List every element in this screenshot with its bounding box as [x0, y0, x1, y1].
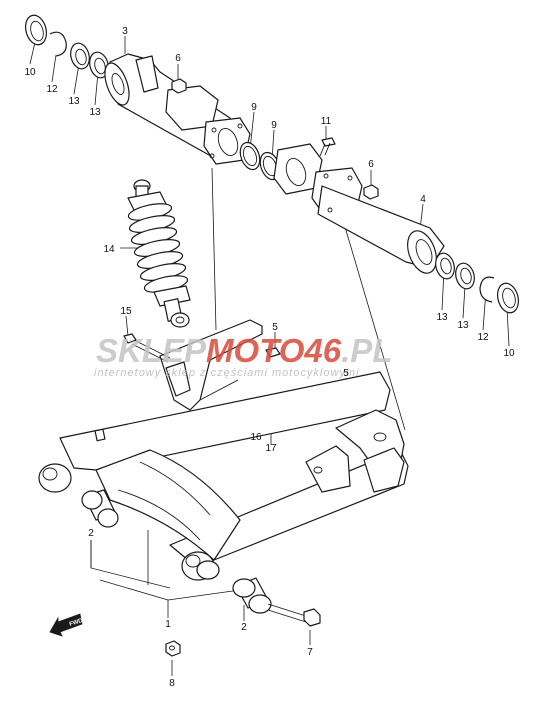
- callout-5-lower: 5: [343, 368, 349, 379]
- swingarm-1: [38, 371, 409, 581]
- shock-spring: [127, 203, 189, 293]
- callout-7: 7: [307, 647, 313, 658]
- cross-tube-4: [273, 143, 445, 274]
- callout-4: 4: [420, 194, 426, 205]
- watermark-subtitle: internetowy sklep z częściami motocyklow…: [94, 367, 360, 379]
- seal-10-left: [24, 14, 48, 46]
- callout-13-right-1: 13: [436, 312, 448, 323]
- bearing-13-right-1: [435, 252, 455, 280]
- nut-8: [165, 640, 181, 657]
- bearing-13-left-1: [70, 42, 90, 70]
- callout-12-left: 12: [46, 84, 58, 95]
- circlip-12-right: [479, 276, 495, 303]
- callout-15: 15: [120, 306, 132, 317]
- callout-16: 16: [250, 432, 262, 443]
- bolt-11: [319, 137, 336, 157]
- callout-labels: 10 12 13 13 3 6 9 9 11 6 4 13 13 12 10 1…: [24, 26, 515, 689]
- callout-13-left-2: 13: [89, 107, 101, 118]
- circlip-12-left: [49, 31, 67, 57]
- svg-text:SKLEPMOTO46.PL: SKLEPMOTO46.PL: [96, 332, 392, 369]
- watermark-part3: 46: [303, 332, 341, 369]
- callout-1: 1: [165, 619, 171, 630]
- fwd-arrow-icon: FWD: [49, 613, 84, 637]
- callout-9-left: 9: [251, 102, 257, 113]
- cross-tube-3: [104, 53, 251, 165]
- callout-8: 8: [169, 678, 175, 689]
- pivot-bolt-7: [267, 603, 321, 627]
- callout-13-left-1: 13: [68, 96, 80, 107]
- watermark-part1: SKLEP: [96, 332, 207, 369]
- fwd-label: FWD: [69, 618, 84, 628]
- callout-2-left: 2: [88, 528, 94, 539]
- bearing-13-right-2: [455, 262, 475, 290]
- callout-12-right: 12: [477, 332, 489, 343]
- callout-6-right: 6: [368, 159, 374, 170]
- bolt-15: [123, 333, 171, 363]
- seal-10-right: [496, 282, 520, 314]
- callout-11: 11: [321, 116, 332, 127]
- callout-3: 3: [122, 26, 128, 37]
- callout-2-right: 2: [241, 622, 247, 633]
- shock-linkage-bracket: [159, 319, 263, 411]
- bushing-2-right: [232, 577, 272, 614]
- o-ring-9-left: [239, 141, 261, 171]
- callout-13-right-2: 13: [457, 320, 469, 331]
- bushing-inner-boss: [196, 560, 220, 580]
- callout-9-right: 9: [271, 120, 277, 131]
- watermark: SKLEPMOTO46.PL internetowy sklep z częśc…: [94, 332, 392, 379]
- nut-6-right: [363, 184, 379, 200]
- shock-absorber-14: [127, 179, 191, 328]
- callout-6-left: 6: [175, 53, 181, 64]
- watermark-part4: .PL: [341, 332, 392, 369]
- callout-10-right: 10: [503, 348, 515, 359]
- callout-5-upper: 5: [272, 322, 278, 333]
- bearing-13-left-2: [89, 51, 109, 79]
- watermark-part2: MOTO: [206, 332, 305, 369]
- bushing-2-left: [81, 489, 119, 528]
- callout-10-left: 10: [24, 67, 36, 78]
- bolt-5-upper: [265, 347, 281, 358]
- callout-17: 17: [265, 443, 277, 454]
- callout-14: 14: [103, 244, 115, 255]
- nut-6-left: [171, 78, 187, 94]
